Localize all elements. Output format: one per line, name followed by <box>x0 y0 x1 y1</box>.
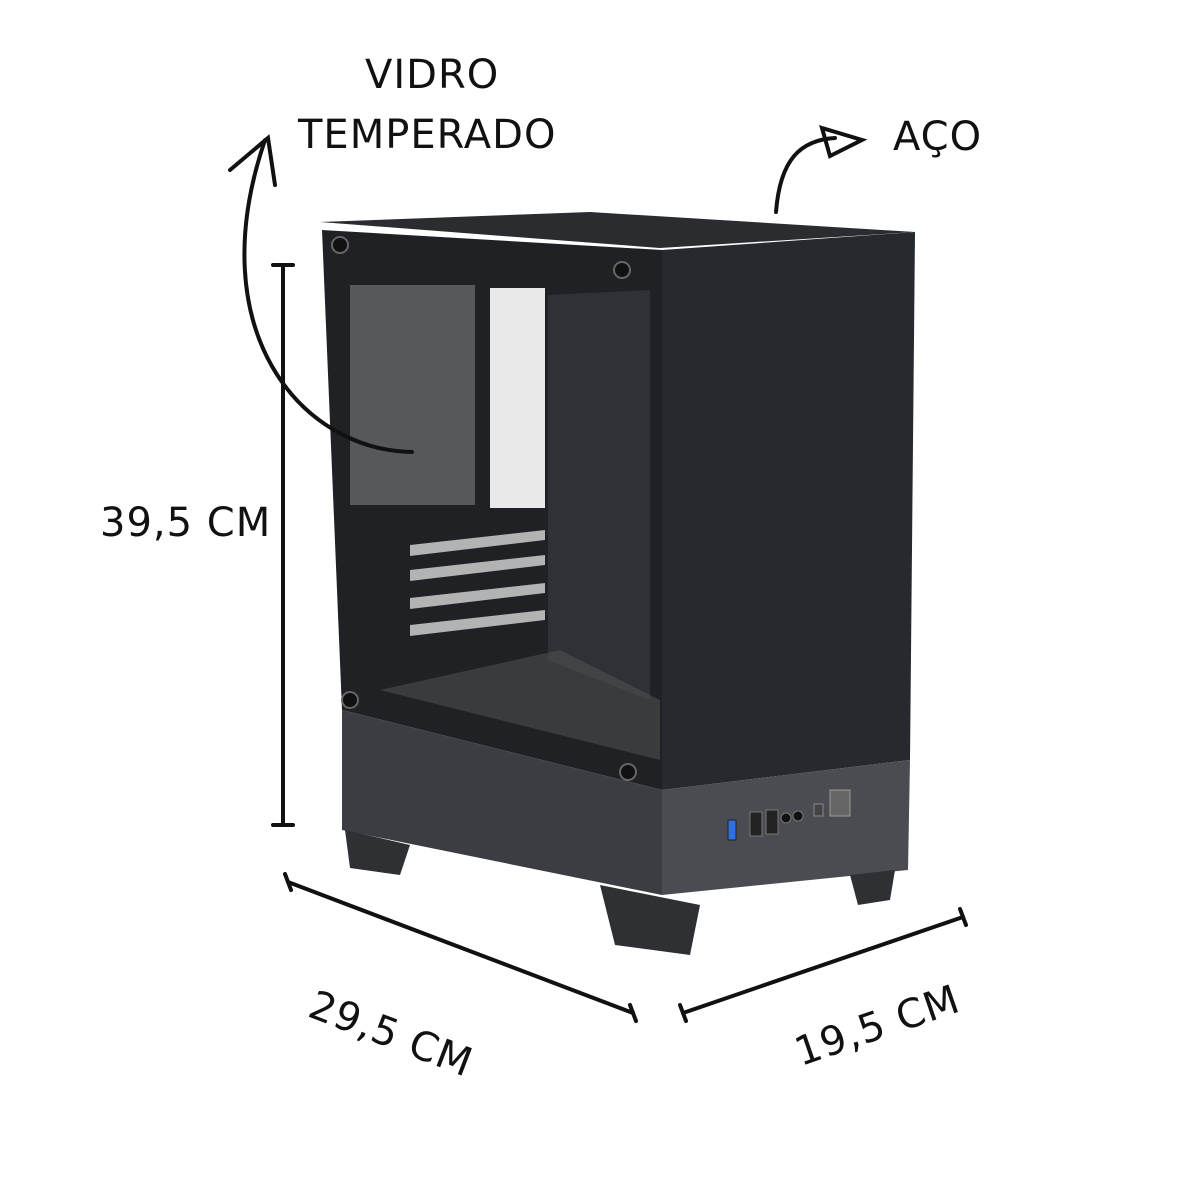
audio-jack <box>780 812 792 824</box>
bottom-mesh <box>380 650 660 760</box>
glass-front-panel <box>662 232 915 790</box>
psu-mesh <box>350 285 475 505</box>
label-aco: AÇO <box>893 114 983 160</box>
base-shroud-side <box>342 710 662 895</box>
interior-back <box>548 290 650 700</box>
usb-port <box>765 809 779 835</box>
annotations <box>228 125 968 1023</box>
pci-slots <box>410 530 545 636</box>
usb-3-port <box>727 819 737 841</box>
usb-port <box>749 811 763 837</box>
reset-button <box>813 803 824 817</box>
label-vidro: VIDRO <box>365 52 500 98</box>
thumb-screws <box>331 236 637 781</box>
glass-arrow-head <box>228 134 277 187</box>
length-line <box>286 880 635 1015</box>
foot <box>850 870 895 905</box>
glass-arrow <box>242 138 414 454</box>
steel-arrow-head <box>819 125 868 159</box>
audio-jack <box>792 810 804 822</box>
power-button <box>829 789 851 817</box>
width-line <box>681 915 965 1015</box>
front-io-panel <box>727 789 851 841</box>
foot <box>345 830 410 875</box>
foot <box>600 885 700 955</box>
label-temperado: TEMPERADO <box>298 112 557 158</box>
mb-cutout <box>490 288 545 508</box>
case-top-panel <box>320 212 915 248</box>
label-height: 39,5 CM <box>100 500 272 546</box>
